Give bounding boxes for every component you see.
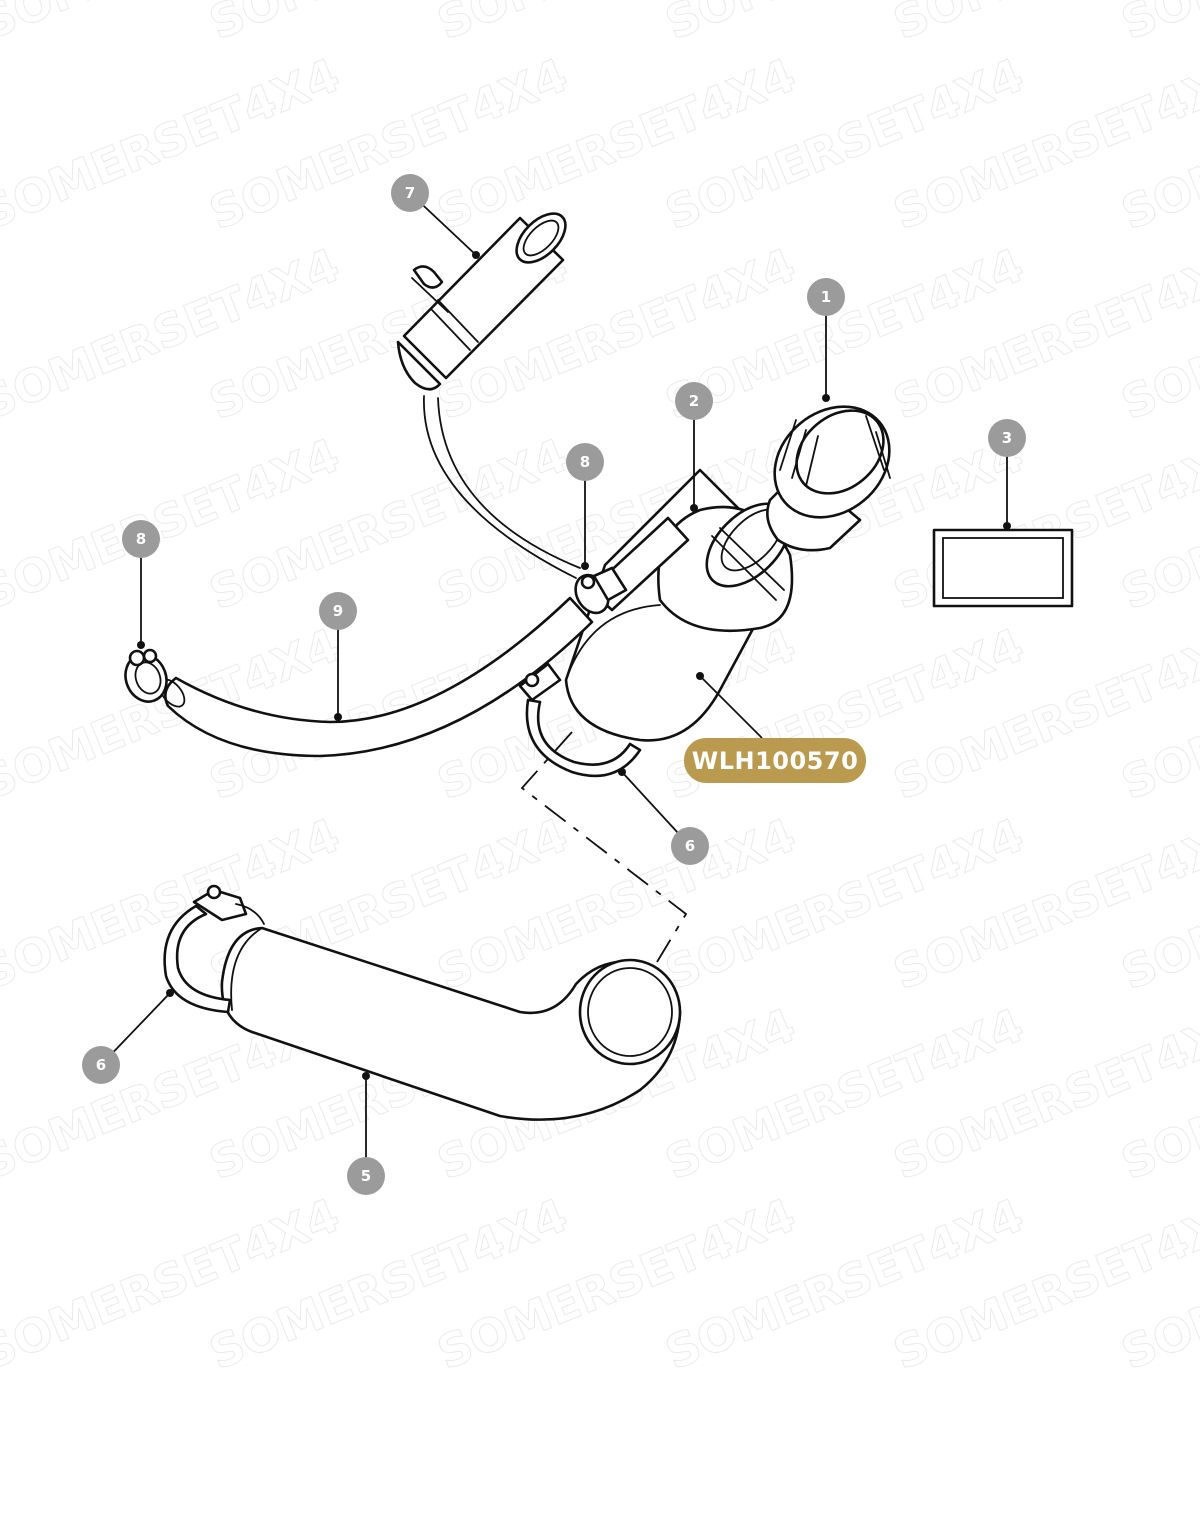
callout-label: 7 <box>405 184 415 202</box>
callout-6-lower[interactable]: 6 <box>82 1046 120 1084</box>
watermark-text: SOMERSET4X4 <box>0 238 347 431</box>
callout-8-center[interactable]: 8 <box>566 443 604 481</box>
part-number-badge[interactable]: WLH100570 <box>684 738 866 783</box>
callout-7[interactable]: 7 <box>391 174 429 212</box>
watermark-text: SOMERSET4X4 <box>0 618 347 811</box>
callout-6-upper[interactable]: 6 <box>671 827 709 865</box>
callout-label: 2 <box>689 392 699 410</box>
callout-label: 6 <box>96 1056 106 1074</box>
callout-label: 8 <box>136 530 146 548</box>
callout-9[interactable]: 9 <box>319 592 357 630</box>
hose-clip-part-8-left <box>124 648 168 703</box>
hose-clip-part-8-center <box>574 566 628 615</box>
callout-label: 3 <box>1002 429 1012 447</box>
callout-label: 9 <box>333 602 343 620</box>
callout-5[interactable]: 5 <box>347 1157 385 1195</box>
watermark-text: SOMERSET4X4 <box>0 48 347 241</box>
watermark-text: SOMERSET4X4 <box>1114 0 1200 50</box>
callout-8-left[interactable]: 8 <box>122 520 160 558</box>
watermark-text: SOMERSET4X4 <box>0 1188 347 1381</box>
callout-label: 1 <box>821 288 831 306</box>
callout-label: 8 <box>580 453 590 471</box>
assembly-line <box>520 731 688 1011</box>
watermark-text: SOMERSET4X4 <box>0 428 347 621</box>
callout-1[interactable]: 1 <box>807 278 845 316</box>
hose-clamp-part-6-lower <box>163 884 265 1014</box>
part-number-text: WLH100570 <box>692 747 859 775</box>
breather-line <box>423 395 577 579</box>
callout-label: 5 <box>361 1167 371 1185</box>
callout-label: 6 <box>685 837 695 855</box>
hose-part-7 <box>396 212 567 391</box>
callout-3[interactable]: 3 <box>988 419 1026 457</box>
hose-clamp-part-6-upper <box>518 662 642 778</box>
label-plate-part-3 <box>932 528 1074 608</box>
callout-2[interactable]: 2 <box>675 382 713 420</box>
filler-neck-part-2 <box>564 468 794 742</box>
filler-cap-part-1 <box>766 405 891 552</box>
main-hose-part-5 <box>220 926 682 1121</box>
